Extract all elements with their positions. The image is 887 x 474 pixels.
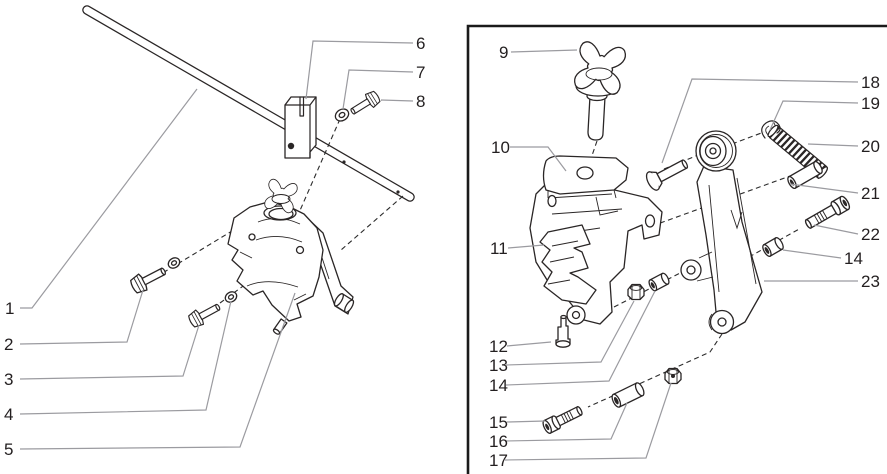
callout-7: 7	[416, 63, 425, 82]
right-callouts: 9 10 11 12 13 14 15 16 17 18 19 20 21 22…	[489, 43, 880, 470]
lever-arm	[680, 130, 763, 335]
callout-12: 12	[489, 337, 508, 356]
left-callouts: 1 2 3 4 5 6 7 8	[4, 34, 425, 459]
callout-23: 23	[861, 272, 880, 291]
callout-6: 6	[416, 34, 425, 53]
callout-17: 17	[489, 451, 508, 470]
left-diagram: 1 2 3 4 5 6 7 8	[4, 5, 425, 459]
callout-7-leader	[342, 69, 414, 110]
callout-21-leader	[789, 183, 859, 194]
hex-bolt-2	[127, 262, 170, 296]
bushing-14-right	[762, 237, 784, 257]
stop-pin	[555, 314, 571, 348]
diagram-frame	[466, 24, 887, 474]
callout-20-leader	[807, 143, 859, 147]
callout-13: 13	[489, 356, 508, 375]
washer-4	[224, 291, 238, 303]
washer-7	[334, 108, 350, 122]
callout-14-left: 14	[489, 376, 508, 395]
right-diagram: 9 10 11 12 13 14 15 16 17 18 19 20 21 22…	[466, 24, 887, 474]
socket-head-bolt-22	[804, 195, 851, 229]
callout-20: 20	[861, 137, 880, 156]
callout-3-leader	[19, 324, 200, 380]
callout-11: 11	[490, 239, 508, 258]
callout-1: 1	[5, 299, 14, 318]
callout-15: 15	[489, 413, 508, 432]
callout-9-leader	[510, 49, 578, 53]
callout-12-leader	[506, 341, 552, 347]
callout-19: 19	[861, 94, 880, 113]
bushing-14-left	[648, 272, 670, 292]
callout-9: 9	[499, 43, 508, 62]
callout-22-leader	[813, 224, 859, 235]
clamp-assembly	[227, 178, 355, 335]
star-knob	[572, 40, 628, 141]
callout-8: 8	[416, 92, 425, 111]
callout-21: 21	[861, 184, 880, 203]
callout-16: 16	[489, 432, 508, 451]
socket-head-bolt-15	[542, 406, 583, 434]
rod-clamp-block	[284, 96, 317, 159]
callout-1-leader	[20, 88, 198, 309]
handle-rod	[82, 5, 415, 202]
callout-15-leader	[506, 420, 546, 423]
hex-nut-17	[664, 367, 682, 385]
callout-18-leader	[661, 78, 859, 164]
callout-13-leader	[505, 300, 635, 366]
callout-10: 10	[491, 138, 510, 157]
callout-5: 5	[4, 440, 13, 459]
hex-bolt-8	[347, 88, 383, 120]
callout-14l-leader	[505, 290, 656, 386]
hex-bolt-3	[186, 298, 224, 330]
callout-6-leader	[305, 40, 414, 100]
washer-a	[167, 257, 181, 269]
callout-5-leader	[19, 292, 296, 450]
hex-nut-13	[627, 283, 645, 301]
callout-18: 18	[861, 73, 880, 92]
callout-10-leader	[510, 146, 567, 172]
pivot-pin	[787, 161, 823, 189]
spacer-sleeve-16	[611, 382, 645, 408]
callout-17-leader	[504, 382, 672, 461]
callout-2: 2	[4, 335, 13, 354]
callout-3: 3	[4, 370, 13, 389]
callout-8-leader	[380, 99, 414, 102]
clevis-pin	[645, 159, 689, 191]
callout-2-leader	[19, 289, 144, 345]
callout-14r-leader	[782, 249, 842, 259]
callout-11-leader	[507, 244, 545, 249]
callout-19-leader	[769, 100, 859, 131]
callout-22: 22	[861, 225, 880, 244]
clamp-jaw	[539, 224, 597, 305]
callout-16-leader	[504, 402, 628, 442]
callout-4: 4	[4, 405, 13, 424]
callout-14-right: 14	[844, 249, 863, 268]
callout-4-leader	[19, 300, 232, 415]
